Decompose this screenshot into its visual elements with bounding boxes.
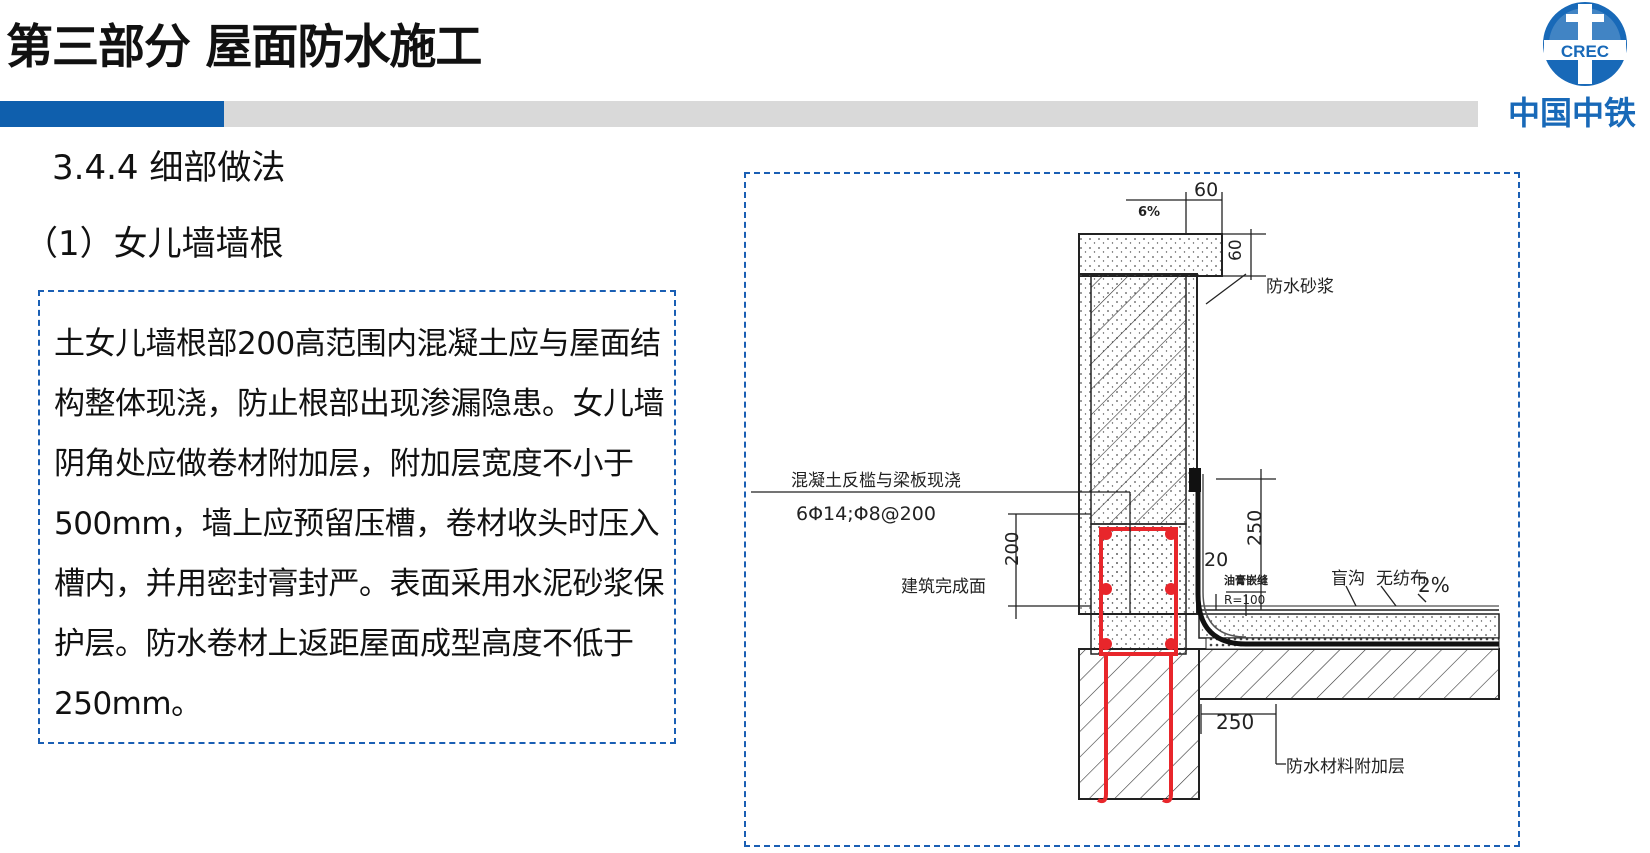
subsection-heading: （1）女儿墙墙根 [24,224,284,264]
label-sealant: 油膏嵌缝 [1224,573,1268,587]
header-bar-gray [0,101,1478,127]
dim-20: 20 [1204,549,1228,571]
description-box: 土女儿墙根部200高范围内混凝土应与屋面结构整体现浇，防止根部出现渗漏隐患。女儿… [38,290,676,744]
dim-60-side: 60 [1226,239,1246,261]
label-rebar: 6Φ14;Φ8@200 [796,503,936,525]
detail-drawing-box: 60 6% 60 防水砂浆 混凝土反槛与梁板现浇 6Φ14;Φ8@200 200… [744,172,1520,847]
parapet-detail-drawing: 60 6% 60 防水砂浆 混凝土反槛与梁板现浇 6Φ14;Φ8@200 200… [751,179,1500,804]
parapet-masonry [1090,273,1187,525]
membrane-turnup [1195,474,1499,647]
parapet-coping [1078,233,1223,277]
dim-250-vertical: 250 [1244,510,1266,546]
rebar-dots [1100,528,1177,650]
page-title: 第三部分 屋面防水施工 [6,20,482,75]
dim-200: 200 [1002,532,1023,566]
logo-text: 中国中铁 [1508,94,1637,132]
label-cast: 混凝土反槛与梁板现浇 [791,471,961,491]
header-bar-accent [0,101,224,127]
label-mortar: 防水砂浆 [1266,277,1334,297]
label-fabric: 无纺布 [1376,569,1427,589]
crec-logo-icon: CREC [1543,2,1627,86]
dim-250-horizontal: 250 [1216,710,1254,734]
label-finish: 建筑完成面 [901,577,986,597]
label-radius: R=100 [1224,593,1265,607]
lower-wall [1078,648,1200,800]
roof-screed [1198,613,1500,639]
roof-slab [1198,648,1500,700]
label-drain: 盲沟 [1331,569,1365,589]
label-additional: 防水材料附加层 [1286,757,1405,777]
sealant-block [1189,468,1201,492]
description-text: 土女儿墙根部200高范围内混凝土应与屋面结构整体现浇，防止根部出现渗漏隐患。女儿… [54,326,665,722]
dimension-lines [751,192,1427,765]
logo-letters: CREC [1561,42,1609,61]
dim-60-top: 60 [1194,179,1218,201]
slope-roof: 2% [1418,573,1450,597]
section-heading: 3.4.4 细部做法 [52,148,286,188]
slope-top: 6% [1138,205,1160,220]
